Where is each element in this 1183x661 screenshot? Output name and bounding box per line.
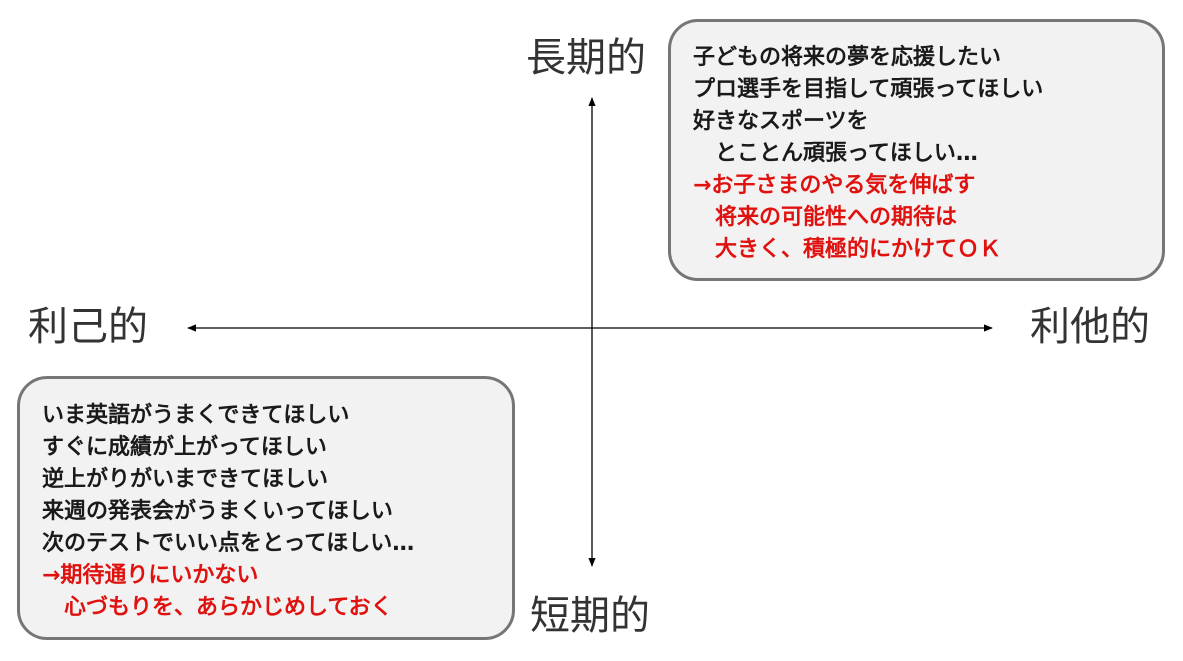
box-text-line: 来週の発表会がうまくいってほしい	[42, 499, 393, 524]
box-text-line: 子どもの将来の夢を応援したい	[693, 45, 1002, 70]
box-text-line: プロ選手を目指して頑張ってほしい	[693, 77, 1044, 102]
axis-label-altruistic: 利他的	[1030, 304, 1150, 350]
box-conclusion-line: 将来の可能性への期待は	[693, 205, 958, 230]
box-text-line: 次のテストでいい点をとってほしい…	[42, 531, 415, 556]
box-conclusion-line: →期待通りにいかない	[42, 563, 259, 588]
axis-label-self-interest: 利己的	[28, 304, 148, 350]
box-text-line: 好きなスポーツを	[693, 109, 869, 134]
box-conclusion-line: 心づもりを、あらかじめしておく	[42, 595, 393, 620]
axis-label-short-term: 短期的	[530, 593, 650, 639]
box-text-line: いま英語がうまくできてほしい	[42, 403, 350, 428]
short-term-self-interest-box: いま英語がうまくできてほしい すぐに成績が上がってほしい 逆上がりがいまできてほ…	[17, 376, 515, 640]
long-term-altruistic-box: 子どもの将来の夢を応援したい プロ選手を目指して頑張ってほしい 好きなスポーツを…	[668, 19, 1165, 281]
box-conclusion-line: 大きく、積極的にかけてＯＫ	[693, 237, 1002, 262]
box-text-line: 逆上がりがいまできてほしい	[42, 467, 329, 492]
box-text-line: とことん頑張ってほしい…	[693, 141, 978, 166]
axis-label-long-term: 長期的	[526, 35, 646, 81]
box-conclusion-line: →お子さまのやる気を伸ばす	[693, 173, 976, 198]
box-text-line: すぐに成績が上がってほしい	[42, 435, 327, 460]
